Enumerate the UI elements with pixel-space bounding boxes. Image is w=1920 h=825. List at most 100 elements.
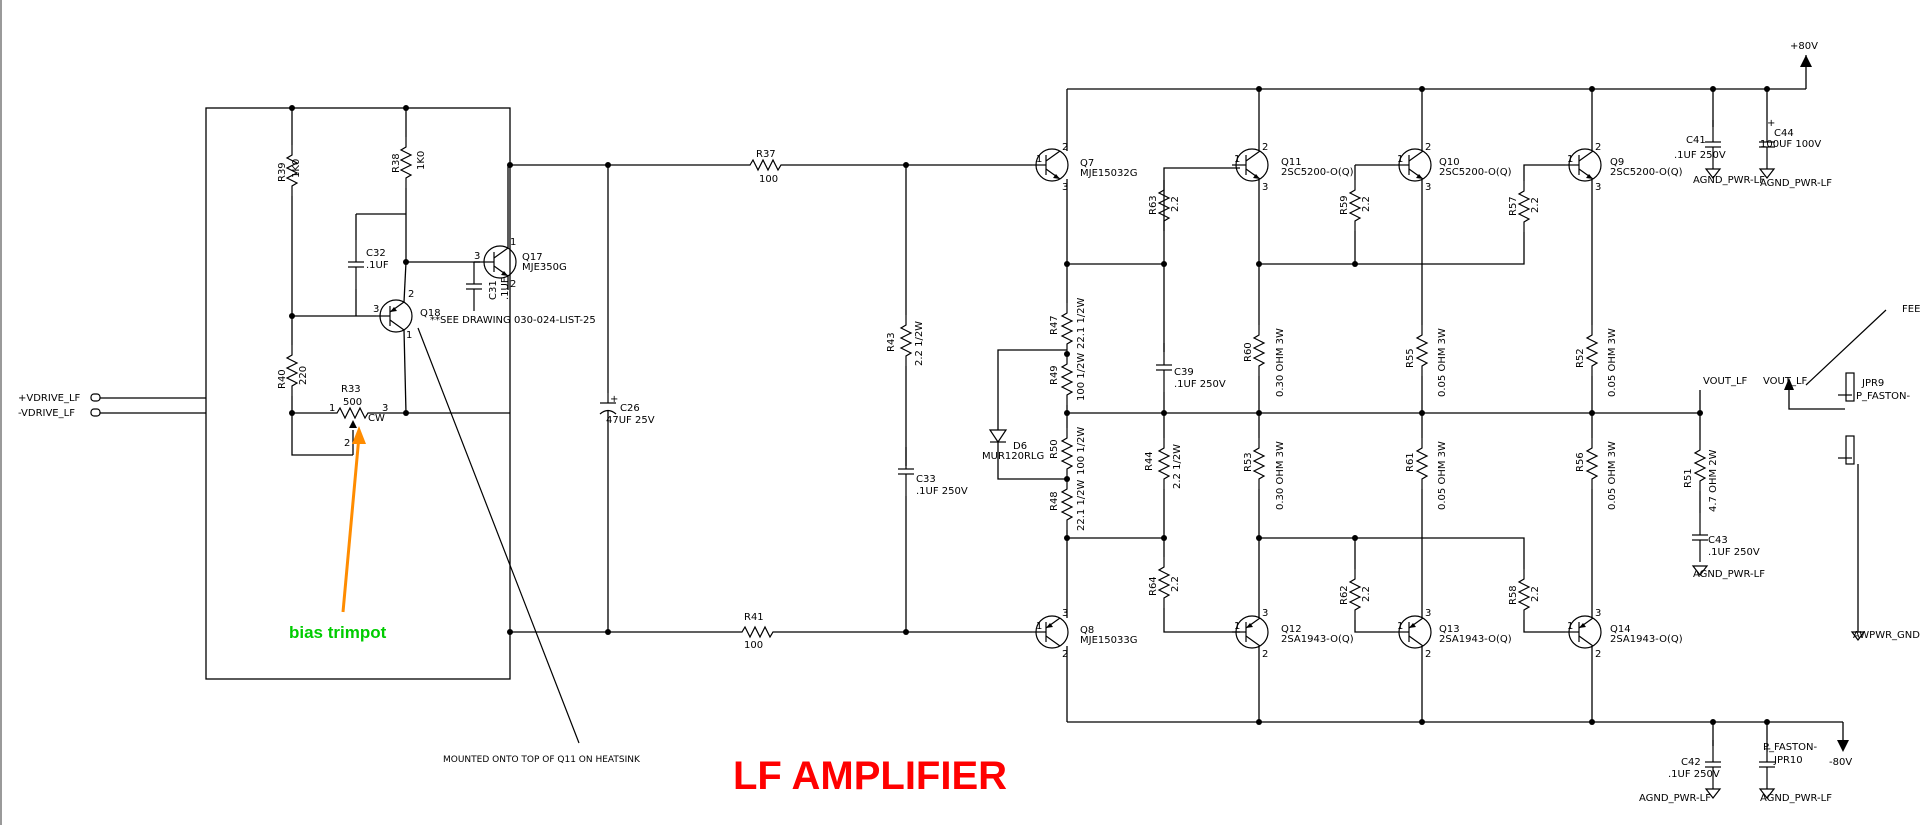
- r41-value: 100: [744, 640, 763, 651]
- c44-value: 100UF 100V: [1760, 139, 1821, 150]
- q17-pin3: 3: [474, 251, 480, 262]
- c32-ref: C32: [366, 248, 386, 259]
- c31-value: .1UF: [500, 277, 511, 300]
- q17-ref: Q17: [522, 252, 543, 263]
- q8-pin1: 1: [1036, 621, 1042, 632]
- c32-value: .1UF: [366, 260, 389, 271]
- r39-ref: R39: [277, 162, 288, 182]
- feedback-label: FEE: [1902, 304, 1920, 315]
- resistor-r44: [1158, 437, 1170, 490]
- r49-value: 100 1/2W: [1076, 353, 1087, 401]
- minus80-arrow: [1837, 740, 1849, 752]
- r60-ref: R60: [1243, 342, 1254, 362]
- r64-value: 2.2: [1170, 576, 1181, 592]
- r51-value: 4.7 OHM 2W: [1708, 449, 1719, 512]
- bias-trimpot-label: bias trimpot: [289, 623, 387, 642]
- q9-pin1: 1: [1567, 154, 1573, 165]
- q17-pin1: 1: [510, 237, 516, 248]
- resistor-r50: [1061, 427, 1073, 480]
- r40-ref: R40: [277, 369, 288, 389]
- r51-ref: R51: [1683, 468, 1694, 488]
- capacitor-c33: [897, 446, 915, 497]
- r53-ref: R53: [1243, 452, 1254, 472]
- capacitor-c32: [347, 239, 365, 290]
- jpr10-ref: JPR9: [1861, 378, 1884, 389]
- resistor-r41: [731, 626, 784, 638]
- c26-plus: +: [610, 394, 618, 405]
- r37-ref: R37: [756, 149, 776, 160]
- bias-trimpot-annotation: bias trimpot: [289, 426, 387, 642]
- q14-ref: Q14: [1610, 624, 1631, 635]
- r63-ref: R63: [1148, 195, 1159, 215]
- r60-value: 0.30 OHM 3W: [1275, 328, 1286, 397]
- r50-ref: R50: [1049, 439, 1060, 459]
- c41-ref: C41: [1686, 135, 1706, 146]
- r47-value: 22.1 1/2W: [1076, 297, 1087, 349]
- resistor-r60: [1253, 324, 1265, 377]
- q11-pin2: 2: [1262, 142, 1268, 153]
- q14-pin3: 3: [1595, 608, 1601, 619]
- r57-ref: R57: [1508, 196, 1519, 216]
- q9-value: 2SC5200-O(Q): [1610, 167, 1683, 178]
- q13-value: 2SA1943-O(Q): [1439, 634, 1512, 645]
- resistor-r64: [1158, 556, 1170, 609]
- c39-value: .1UF 250V: [1174, 379, 1226, 390]
- resistor-r47: [1061, 302, 1073, 355]
- r61-value: 0.05 OHM 3W: [1437, 441, 1448, 510]
- resistor-r58: [1518, 568, 1530, 621]
- r33-pin1: 1: [329, 403, 335, 414]
- resistor-r38: [400, 136, 412, 189]
- capacitor-c42: [1704, 739, 1722, 790]
- q11-ref: Q11: [1281, 157, 1302, 168]
- q18-pin1: 1: [406, 330, 412, 341]
- q7-value: MJE15032G: [1080, 168, 1137, 179]
- q9-ref: Q9: [1610, 157, 1624, 168]
- r48-ref: R48: [1049, 491, 1060, 511]
- capacitor-c39: [1155, 342, 1173, 393]
- q13-ref: Q13: [1439, 624, 1460, 635]
- capacitor-c43: [1691, 512, 1709, 563]
- r37-value: 100: [759, 174, 778, 185]
- r33-pin2: 2: [344, 438, 350, 449]
- q7-ref: Q7: [1080, 158, 1094, 169]
- q17-pin2: 2: [510, 279, 516, 290]
- c45-ref: JPR10: [1773, 755, 1803, 766]
- c26-value: 47UF 25V: [606, 415, 655, 426]
- q11-pin3: 3: [1262, 182, 1268, 193]
- resistor-r51: [1694, 439, 1706, 492]
- q13-pin1: 1: [1397, 621, 1403, 632]
- r62-value: 2.2: [1361, 586, 1372, 602]
- r49-ref: R49: [1049, 365, 1060, 385]
- input-connector-minus: [90, 408, 101, 417]
- r50-value: 100 1/2W: [1076, 427, 1087, 475]
- q14-value: 2SA1943-O(Q): [1610, 634, 1683, 645]
- q18-pin2: 2: [408, 289, 414, 300]
- r33-pin3: 3: [382, 403, 388, 414]
- q9-pin2: 2: [1595, 142, 1601, 153]
- q10-pin2: 2: [1425, 142, 1431, 153]
- r64-ref: R64: [1148, 576, 1159, 596]
- resistor-r61: [1416, 437, 1428, 490]
- annotation-arrowhead: [352, 426, 366, 444]
- positive-rail-label: +80V: [1790, 41, 1818, 52]
- q10-pin3: 3: [1425, 182, 1431, 193]
- gnd-label-jpr9: AWPWR_GND: [1853, 630, 1920, 641]
- r41-ref: R41: [744, 612, 764, 623]
- r61-ref: R61: [1405, 452, 1416, 472]
- transistor-q18: [375, 299, 413, 333]
- diode-d6: [988, 429, 1008, 444]
- plus80-arrow: [1800, 55, 1812, 67]
- q8-ref: Q8: [1080, 625, 1094, 636]
- r47-ref: R47: [1049, 315, 1060, 335]
- c43-ref: C43: [1708, 535, 1728, 546]
- q13-pin3: 3: [1425, 608, 1431, 619]
- resistor-r48: [1061, 478, 1073, 531]
- q8-value: MJE15033G: [1080, 635, 1137, 646]
- r38-value: 1K0: [416, 151, 427, 170]
- gnd-label-c42: AGND_PWR-LF: [1639, 793, 1711, 804]
- c31-ref: C31: [488, 280, 499, 300]
- q12-pin1: 1: [1234, 621, 1240, 632]
- q18-ref: Q18: [420, 308, 441, 319]
- feedback-leader: [1805, 309, 1887, 386]
